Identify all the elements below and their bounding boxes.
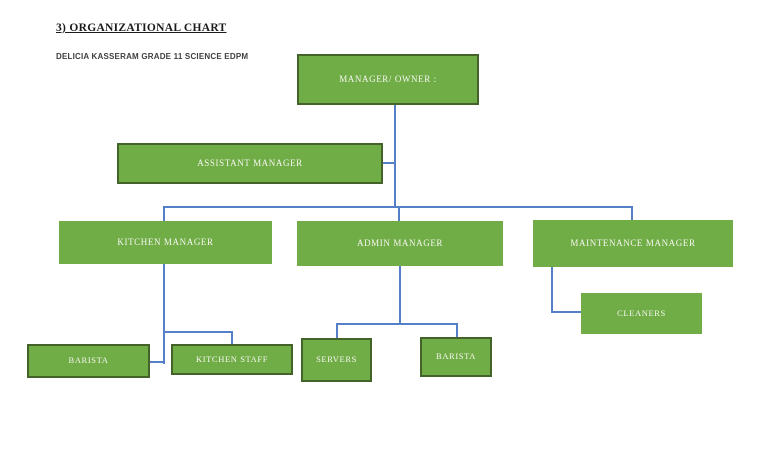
org-node-label: BARISTA	[436, 351, 476, 362]
connector-admin-branch-vertical	[399, 266, 401, 324]
org-node-label: BARISTA	[68, 355, 109, 366]
connector-kitchen-branch-vertical	[163, 264, 165, 364]
org-node-cleaners: CLEANERS	[581, 293, 702, 334]
connector-maintenance-vertical	[551, 267, 553, 313]
org-node-label: ADMIN MANAGER	[356, 237, 444, 248]
org-node-label: CLEANERS	[617, 307, 666, 318]
connector-cleaners-elbow	[551, 311, 581, 313]
connector-barista-admin-drop	[456, 323, 458, 337]
org-node-label: KITCHEN MANAGER	[117, 236, 214, 247]
connector-servers-drop	[336, 323, 338, 338]
org-node-kitchen-staff: KITCHEN STAFF	[171, 344, 293, 375]
org-node-servers: SERVERS	[301, 338, 372, 382]
connector-kitchen-staff-horizontal	[163, 331, 233, 333]
org-node-kitchen-manager: KITCHEN MANAGER	[59, 221, 272, 264]
org-node-maintenance-manager: MAINTENANCE MANAGER	[533, 220, 733, 267]
org-node-label: KITCHEN STAFF	[195, 353, 269, 364]
connector-owner-vertical	[394, 105, 396, 207]
connector-assistant-manager	[383, 162, 395, 164]
connector-admin-branch-horizontal	[337, 323, 458, 325]
org-node-assistant-manager: ASSISTANT MANAGER	[117, 143, 383, 184]
org-node-barista-admin: BARISTA	[420, 337, 492, 377]
page-subtitle: DELICIA KASSERAM GRADE 11 SCIENCE EDPM	[56, 52, 249, 61]
page-title: 3) ORGANIZATIONAL CHART	[56, 22, 227, 34]
org-node-admin-manager: ADMIN MANAGER	[297, 221, 503, 266]
connector-admin-manager-drop	[398, 206, 400, 221]
org-node-label: ASSISTANT MANAGER	[197, 157, 303, 168]
org-node-barista-kitchen: BARISTA	[27, 344, 150, 378]
connector-barista-kitchen-elbow	[150, 361, 164, 363]
org-node-label: SERVERS	[316, 354, 357, 365]
connector-maintenance-manager-drop	[631, 206, 633, 220]
connector-kitchen-staff-drop	[231, 331, 233, 344]
org-node-label: MANAGER/ OWNER :	[339, 73, 437, 84]
org-node-manager-owner: MANAGER/ OWNER :	[297, 54, 479, 105]
org-node-label: MAINTENANCE MANAGER	[570, 237, 696, 248]
connector-kitchen-manager-drop	[163, 206, 165, 221]
